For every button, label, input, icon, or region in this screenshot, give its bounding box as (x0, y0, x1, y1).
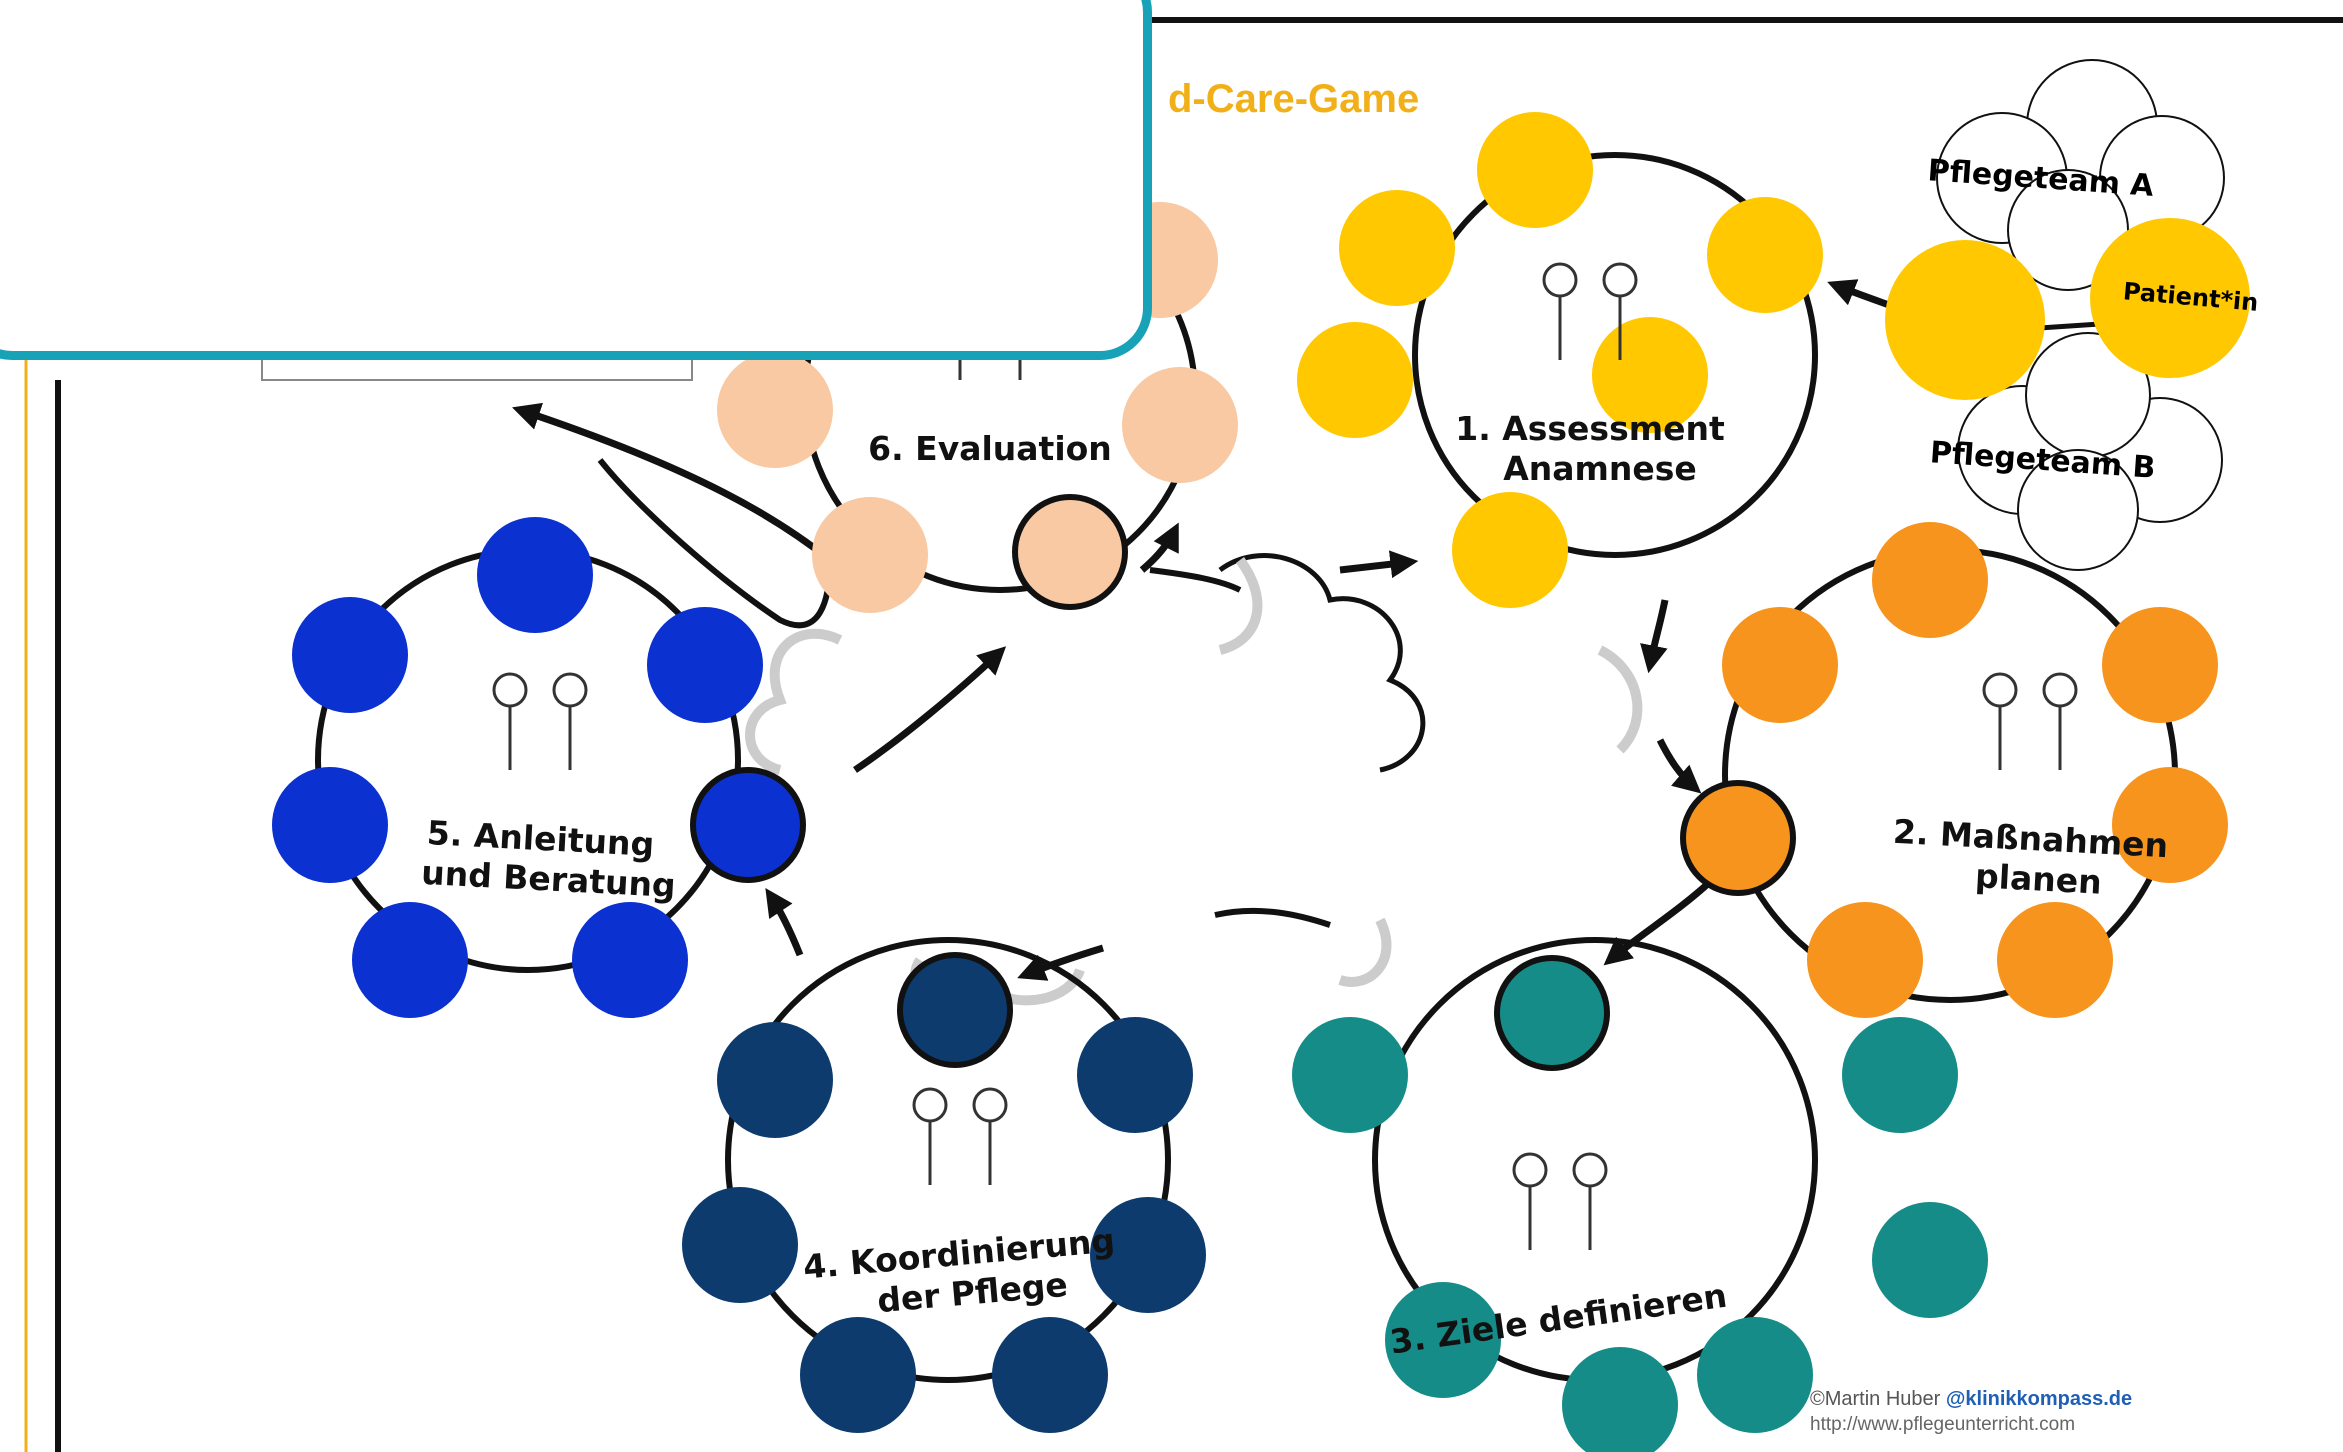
coordination-field-3[interactable] (992, 1317, 1108, 1433)
evaluation-label-line1: 6. Evaluation (868, 429, 1112, 468)
goals-start-field[interactable] (1494, 955, 1610, 1071)
goals-field-1[interactable] (1842, 1017, 1958, 1133)
evaluation-field-1[interactable] (1122, 367, 1238, 483)
evaluation-field-3[interactable] (812, 497, 928, 613)
goals-field-4[interactable] (1562, 1347, 1678, 1452)
goals-field-3[interactable] (1697, 1317, 1813, 1433)
cloud-edge-top (1149, 567, 1242, 593)
counseling-field-2[interactable] (647, 607, 763, 723)
coordination-field-2[interactable] (1090, 1197, 1206, 1313)
counseling-start-field[interactable] (690, 767, 806, 883)
team-hub-circle (1885, 240, 2045, 400)
center-cloud (745, 553, 1643, 1006)
nurse-pointing-icon (912, 1087, 1008, 1185)
counseling-field-1[interactable] (477, 517, 593, 633)
coordination-field-1[interactable] (1077, 1017, 1193, 1133)
planning-field-5[interactable] (1807, 902, 1923, 1018)
thinking-nurse-icon (1512, 1152, 1608, 1250)
assessment-field-6[interactable] (1339, 190, 1455, 306)
counseling-icon (492, 672, 588, 770)
counseling-field-6[interactable] (292, 597, 408, 713)
station-goals[interactable]: 3. Ziele definieren (1292, 955, 1988, 1452)
evaluation-start-field[interactable] (1012, 494, 1128, 610)
credit-block: ©Martin Huber @klinikkompass.de http://w… (1810, 1386, 2132, 1438)
credit-url[interactable]: http://www.pflegeunterricht.com (1810, 1414, 2076, 1435)
overlay-popup[interactable] (0, 0, 1152, 360)
goals-field-5[interactable] (1385, 1282, 1501, 1398)
coordination-field-4[interactable] (800, 1317, 916, 1433)
patient-circle (2090, 218, 2250, 378)
coordination-field-6[interactable] (717, 1022, 833, 1138)
game-title: d-Care-Game (1168, 77, 1419, 121)
coordination-field-5[interactable] (682, 1187, 798, 1303)
planning-field-1[interactable] (1872, 522, 1988, 638)
planning-field-2[interactable] (2102, 607, 2218, 723)
planning-label-line2: planen (1974, 856, 2102, 902)
assessment-field-5[interactable] (1297, 322, 1413, 438)
assessment-label-line2: Anamnese (1503, 449, 1697, 488)
counseling-field-4[interactable] (352, 902, 468, 1018)
assessment-field-2[interactable] (1707, 197, 1823, 313)
two-people-talking-icon (1542, 262, 1638, 360)
assessment-field-4[interactable] (1452, 492, 1568, 608)
cloud-edge-bottom (1214, 907, 1331, 928)
counseling-field-5[interactable] (272, 767, 388, 883)
planning-start-field[interactable] (1680, 780, 1796, 896)
planning-field-6[interactable] (1722, 607, 1838, 723)
evaluation-field-4[interactable] (717, 352, 833, 468)
evaluation-return-line (597, 458, 833, 629)
coordination-start-field[interactable] (897, 952, 1013, 1068)
counseling-field-3[interactable] (572, 902, 688, 1018)
planning-field-3[interactable] (2112, 767, 2228, 883)
team-cluster: Pflegeteam A Pflegeteam B Patient*in (1885, 59, 2259, 571)
credit-handle[interactable]: @klinikkompass.de (1945, 1388, 2133, 1410)
goals-field-6[interactable] (1292, 1017, 1408, 1133)
credit-author: ©Martin Huber (1810, 1388, 1941, 1410)
flow-arrows (512, 279, 1932, 981)
goals-field-2[interactable] (1872, 1202, 1988, 1318)
stairs-assist-icon (1982, 672, 2078, 770)
planning-field-4[interactable] (1997, 902, 2113, 1018)
assessment-label-line1: 1. Assessment (1455, 409, 1725, 448)
assessment-field-1[interactable] (1477, 112, 1593, 228)
